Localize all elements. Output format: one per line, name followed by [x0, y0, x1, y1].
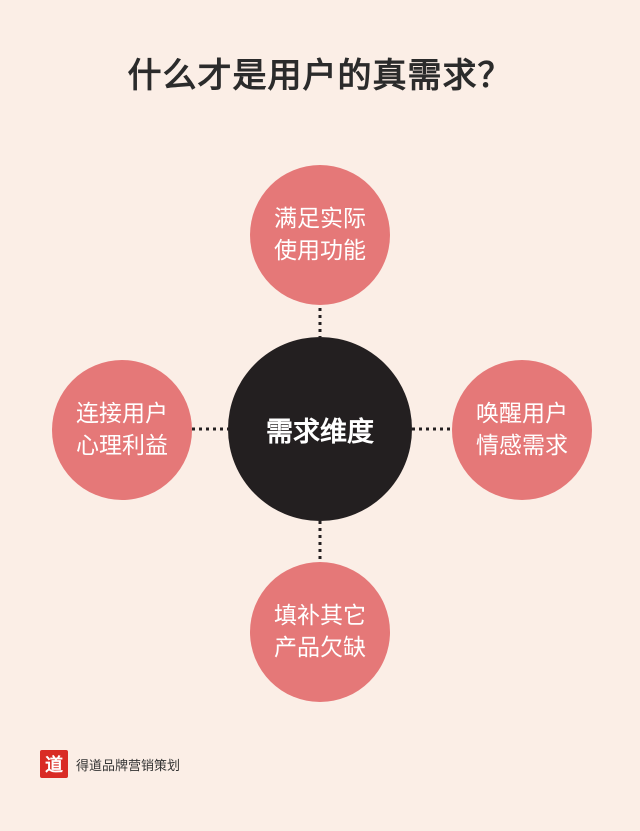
- page-title: 什么才是用户的真需求？: [127, 56, 513, 96]
- footer: 道 得道品牌营销策划: [40, 750, 180, 778]
- center-node: 需求维度: [228, 337, 412, 521]
- brand-name: 得道品牌营销策划: [76, 758, 181, 774]
- node-right-line1: 唤醒用户: [476, 401, 568, 427]
- node-right: 唤醒用户 情感需求: [452, 360, 592, 500]
- node-bottom: 填补其它 产品欠缺: [250, 562, 390, 702]
- node-left: 连接用户 心理利益: [52, 360, 192, 500]
- node-top-line2: 使用功能: [274, 238, 366, 264]
- node-top: 满足实际 使用功能: [250, 165, 390, 305]
- node-right-line2: 情感需求: [476, 433, 568, 459]
- node-bottom-line1: 填补其它: [274, 603, 366, 629]
- center-label: 需求维度: [266, 416, 374, 448]
- node-top-line1: 满足实际: [274, 206, 366, 232]
- brand-logo: 道: [40, 750, 68, 778]
- node-bottom-line2: 产品欠缺: [274, 635, 366, 661]
- node-left-line1: 连接用户: [76, 401, 168, 427]
- node-left-line2: 心理利益: [76, 433, 168, 459]
